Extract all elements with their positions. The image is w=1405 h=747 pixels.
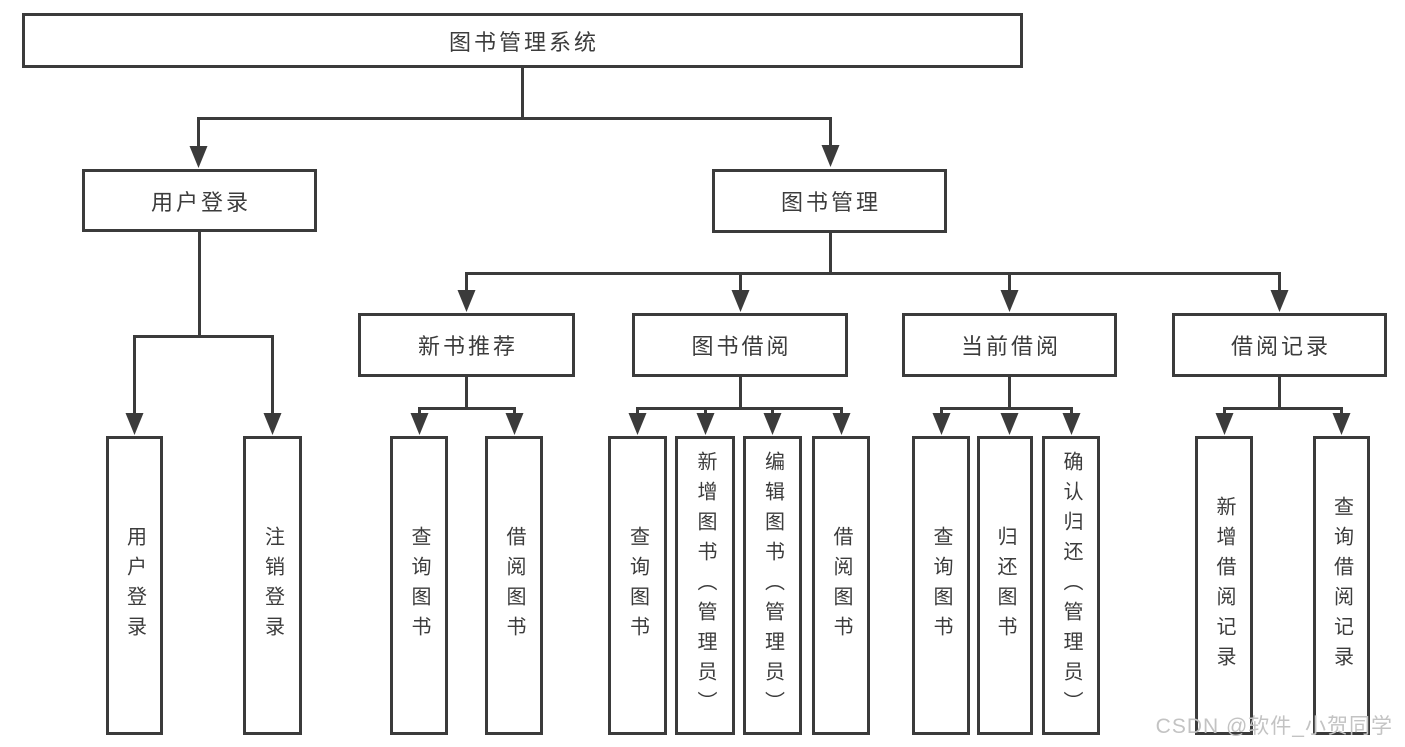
node-new-book-recommend-label: 新书推荐 [417,334,518,359]
leaf-confirm-return-admin: 确认归还（管理员） [1042,436,1100,735]
leaf-borrow-books-label: 借阅图书 [830,525,852,646]
leaf-user-login-label: 用户登录 [123,525,146,646]
node-book-management: 图书管理 [712,169,947,233]
leaf-borrow-books-recommend: 借阅图书 [485,436,543,735]
leaf-query-borrow-record: 查询借阅记录 [1313,436,1370,735]
leaf-query-books-borrow: 查询图书 [608,436,667,735]
node-root-label: 图书管理系统 [448,29,599,55]
leaf-return-book: 归还图书 [977,436,1033,735]
csdn-watermark: CSDN @软件_小贺同学 [1155,715,1393,738]
node-new-book-recommend: 新书推荐 [358,313,575,377]
leaf-query-books-current-label: 查询图书 [930,525,952,646]
leaf-query-books-recommend: 查询图书 [390,436,448,735]
node-root: 图书管理系统 [22,13,1023,68]
leaf-query-books-current: 查询图书 [912,436,970,735]
leaf-confirm-return-admin-label: 确认归还（管理员） [1060,450,1082,721]
leaf-add-borrow-record-label: 新增借阅记录 [1213,495,1235,676]
node-book-borrow: 图书借阅 [632,313,848,377]
leaf-return-book-label: 归还图书 [994,525,1016,646]
leaf-query-borrow-record-label: 查询借阅记录 [1330,495,1353,676]
node-user-login-label: 用户登录 [150,189,251,215]
node-current-borrow: 当前借阅 [902,313,1117,377]
node-borrow-records-label: 借阅记录 [1230,334,1331,359]
leaf-query-books-borrow-label: 查询图书 [626,525,649,646]
leaf-add-borrow-record: 新增借阅记录 [1195,436,1253,735]
node-book-borrow-label: 图书借阅 [691,334,792,359]
leaf-borrow-books-recommend-label: 借阅图书 [503,525,525,646]
node-book-management-label: 图书管理 [780,190,881,215]
leaf-edit-book-admin-label: 编辑图书（管理员） [761,450,784,721]
leaf-borrow-books: 借阅图书 [812,436,870,735]
node-current-borrow-label: 当前借阅 [960,334,1061,359]
leaf-add-book-admin: 新增图书（管理员） [675,436,735,735]
leaf-user-login: 用户登录 [106,436,163,735]
leaf-edit-book-admin: 编辑图书（管理员） [743,436,802,735]
leaf-logout-label: 注销登录 [261,525,284,646]
leaf-query-books-recommend-label: 查询图书 [408,525,430,646]
node-user-login: 用户登录 [82,169,317,232]
node-borrow-records: 借阅记录 [1172,313,1387,377]
leaf-logout: 注销登录 [243,436,302,735]
leaf-add-book-admin-label: 新增图书（管理员） [694,450,716,721]
